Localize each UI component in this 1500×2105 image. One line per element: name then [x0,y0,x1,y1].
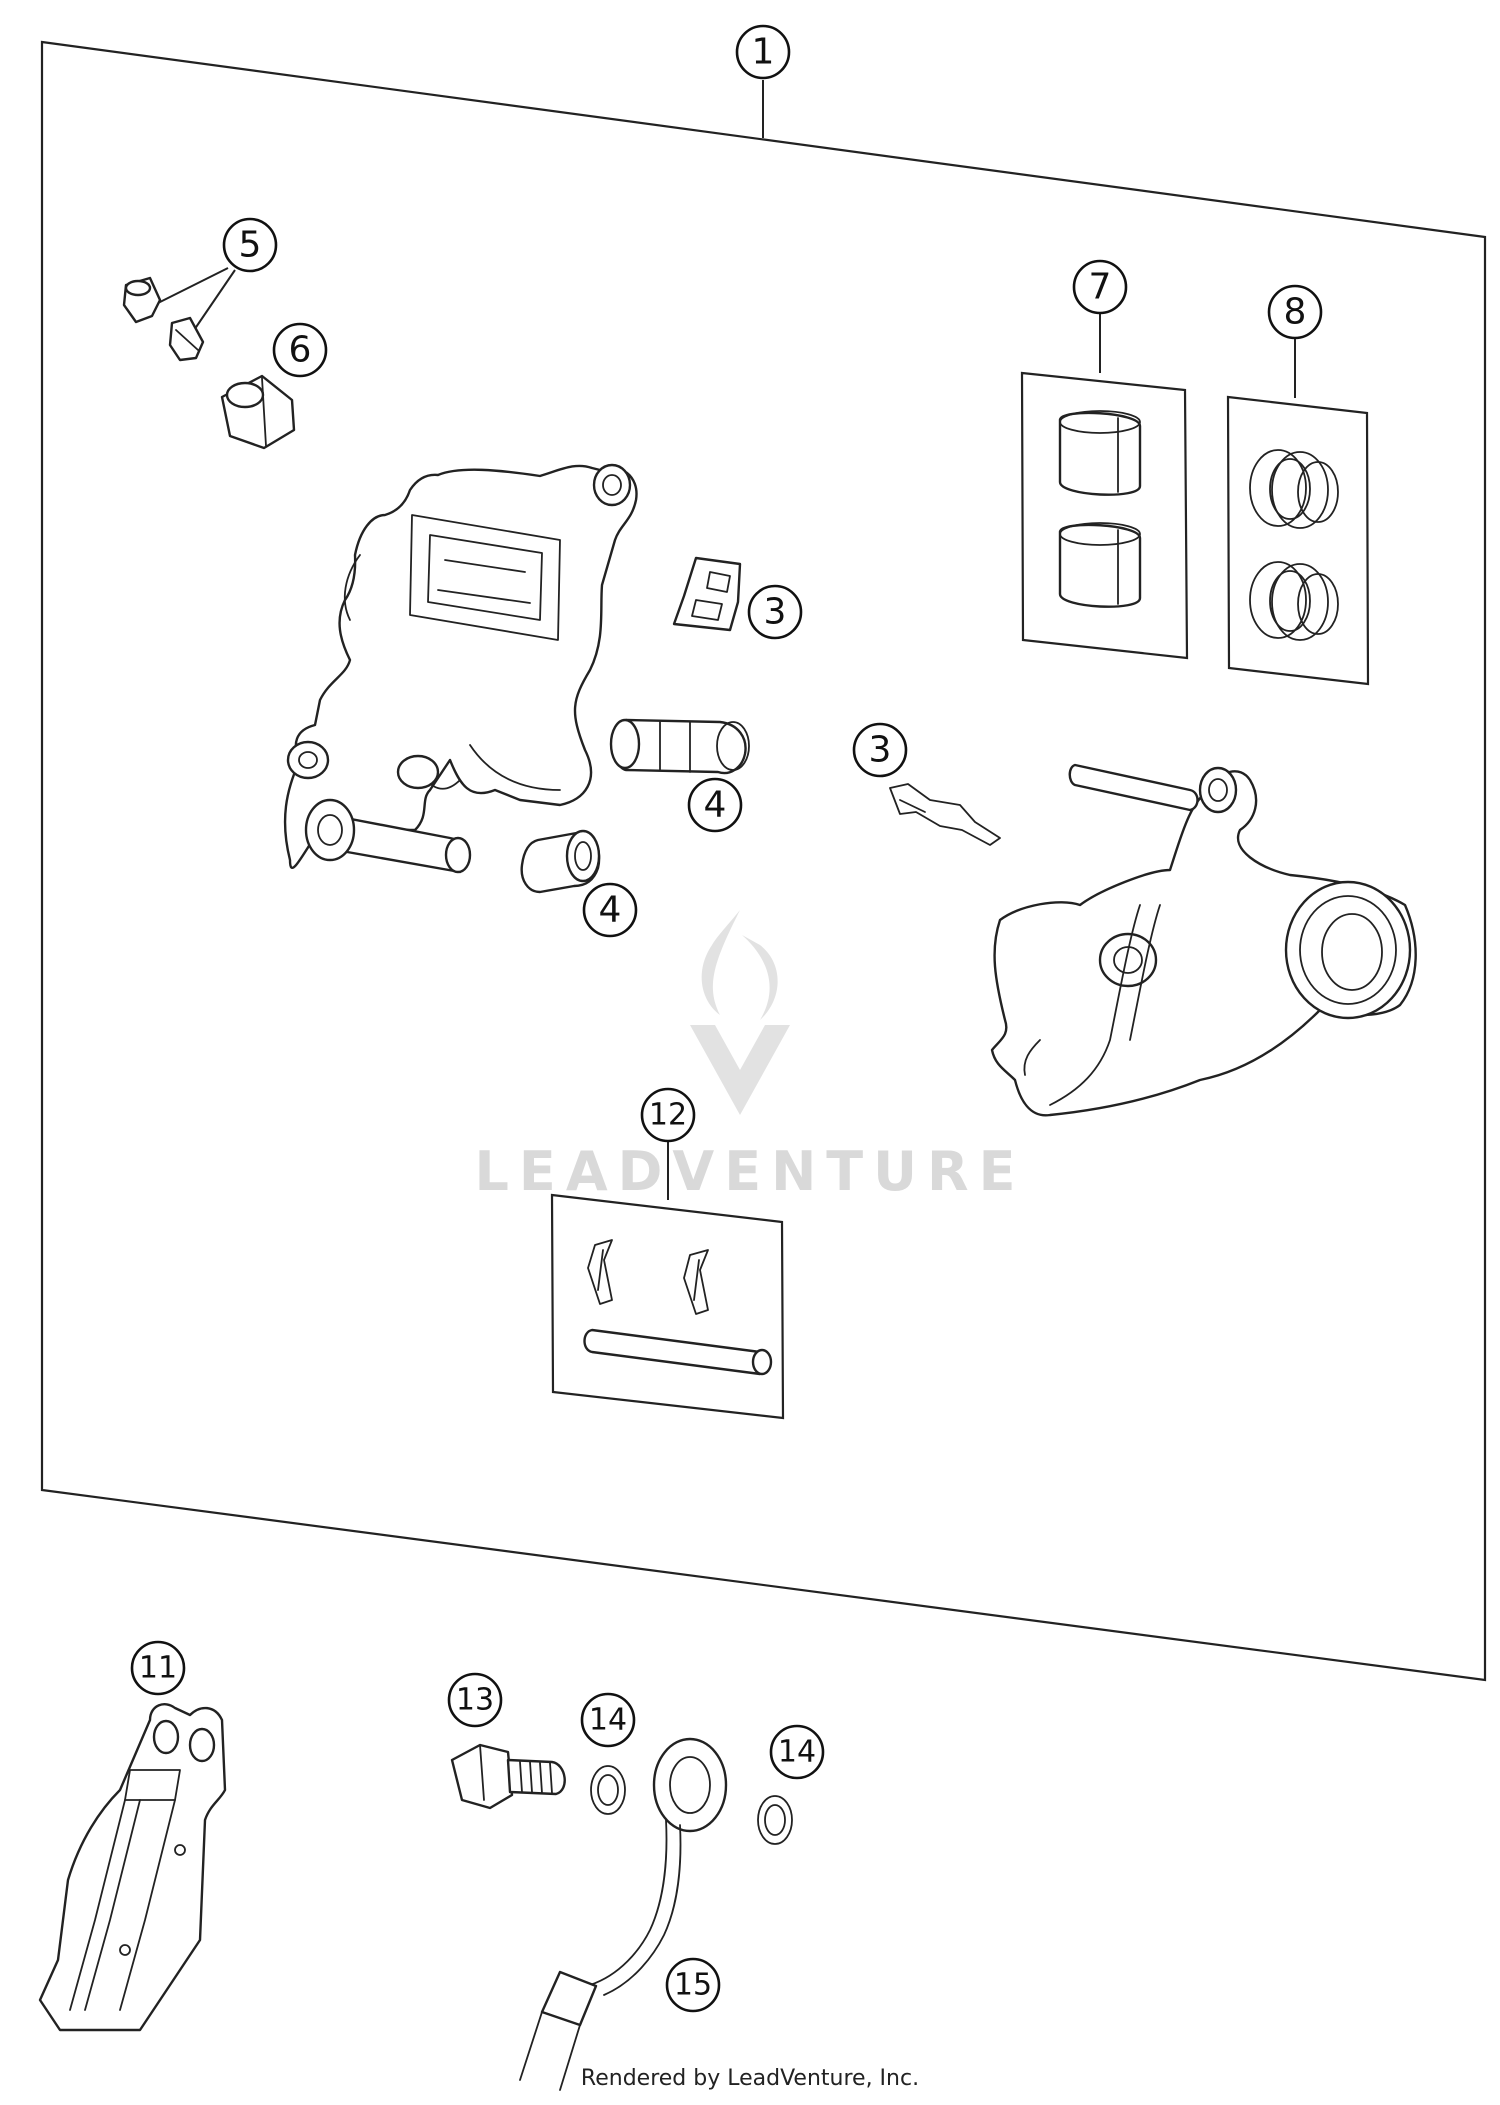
piston-kit [1020,371,1189,660]
callout-8-label: 8 [1284,292,1307,333]
plug [220,374,296,450]
callout-8[interactable]: 8 [1267,284,1323,340]
brake-pads [38,1703,227,2032]
bushing [520,829,601,894]
callout-11[interactable]: 11 [130,1640,186,1696]
callout-1-label: 1 [752,32,775,73]
pad-spring-upper [672,556,742,632]
callout-12-label: 12 [649,1098,687,1133]
pad-clip [889,783,1001,846]
footer-credit: Rendered by LeadVenture, Inc. [581,2066,919,2091]
callout-13-label: 13 [456,1683,494,1718]
watermark-text: LEADVENTURE [475,1140,1026,1203]
callout-4-lower[interactable]: 4 [582,882,638,938]
callout-3-lower[interactable]: 3 [852,722,908,778]
bleeder-screw [122,276,205,362]
callout-12[interactable]: 12 [640,1087,696,1143]
callout-3-upper[interactable]: 3 [747,584,803,640]
leadventure-watermark: LEADVENTURE [475,910,1026,1203]
callout-15[interactable]: 15 [665,1957,721,2013]
pin-kit [550,1193,785,1420]
callout-4-upper-label: 4 [704,785,727,826]
brake-line [519,1737,728,2091]
callout-3-lower-label: 3 [869,730,892,771]
leader-5a [155,267,229,305]
callout-5-label: 5 [239,225,262,266]
callout-7[interactable]: 7 [1072,259,1128,315]
callout-14-left-label: 14 [589,1703,627,1738]
callout-13[interactable]: 13 [447,1672,503,1728]
callout-14-left[interactable]: 14 [580,1692,636,1748]
callout-11-label: 11 [139,1651,177,1686]
seal-kit [1226,395,1370,686]
callout-6-label: 6 [289,330,312,371]
caliper-body [283,463,638,874]
slide-pin-boot [609,718,750,775]
callout-1[interactable]: 1 [735,24,791,80]
caliper-support [990,763,1417,1117]
leader-5b [189,269,236,337]
callout-14-right[interactable]: 14 [769,1724,825,1780]
callout-14-right-label: 14 [778,1735,816,1770]
sealing-washer-right [757,1795,793,1845]
callout-3-upper-label: 3 [764,592,787,633]
callout-15-label: 15 [674,1968,712,2003]
kit-frame [40,40,1487,1682]
callout-6[interactable]: 6 [272,322,328,378]
callout-7-label: 7 [1089,267,1112,308]
callout-5[interactable]: 5 [222,217,278,273]
sealing-washer-left [590,1765,626,1815]
callout-4-lower-label: 4 [599,890,622,931]
banjo-bolt [450,1743,566,1810]
callout-4-upper[interactable]: 4 [687,777,743,833]
